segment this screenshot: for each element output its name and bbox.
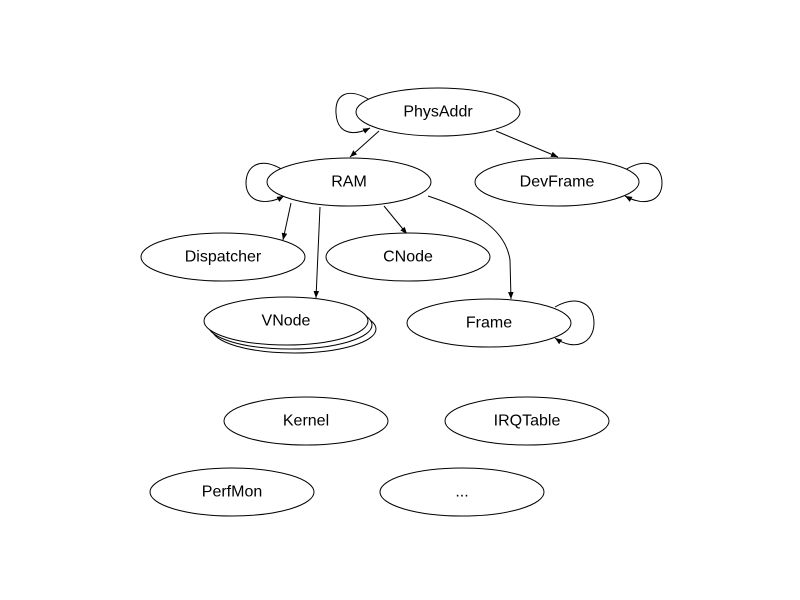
node-kernel[interactable]: Kernel bbox=[223, 396, 389, 446]
node-irqtable[interactable]: IRQTable bbox=[444, 396, 610, 446]
edge-physaddr-ram bbox=[349, 130, 380, 158]
node-more-label: ... bbox=[455, 484, 468, 501]
node-physaddr[interactable]: PhysAddr bbox=[355, 87, 521, 137]
node-cnode[interactable]: CNode bbox=[325, 232, 491, 282]
node-ram-label: RAM bbox=[331, 174, 367, 191]
node-more[interactable]: ... bbox=[379, 467, 545, 517]
node-devframe[interactable]: DevFrame bbox=[474, 157, 640, 207]
edge-ram-dispatcher bbox=[281, 202, 292, 241]
node-physaddr-label: PhysAddr bbox=[403, 104, 473, 121]
node-dispatcher-label: Dispatcher bbox=[185, 249, 262, 266]
node-cnode-label: CNode bbox=[383, 249, 433, 266]
node-frame[interactable]: Frame bbox=[406, 298, 572, 348]
node-vnode-label: VNode bbox=[262, 313, 311, 330]
self-loop-frame bbox=[554, 300, 595, 346]
self-loop-ram bbox=[245, 162, 285, 202]
node-ram[interactable]: RAM bbox=[266, 157, 432, 207]
self-loop-devframe bbox=[624, 162, 663, 202]
edge-physaddr-devframe bbox=[495, 130, 559, 158]
node-kernel-label: Kernel bbox=[283, 413, 329, 430]
vnode-stack-front bbox=[203, 296, 369, 346]
edge-ram-frame bbox=[427, 195, 514, 300]
edge-ram-vnode bbox=[313, 206, 321, 299]
node-dispatcher[interactable]: Dispatcher bbox=[140, 232, 306, 282]
node-frame-label: Frame bbox=[466, 315, 512, 332]
node-vnode-stack[interactable]: VNode bbox=[203, 296, 377, 354]
node-perfmon-label: PerfMon bbox=[202, 484, 262, 501]
self-loop-physaddr bbox=[335, 92, 371, 134]
node-devframe-label: DevFrame bbox=[520, 174, 595, 191]
edge-ram-cnode bbox=[383, 205, 408, 235]
node-irqtable-label: IRQTable bbox=[494, 413, 561, 430]
node-perfmon[interactable]: PerfMon bbox=[149, 467, 315, 517]
